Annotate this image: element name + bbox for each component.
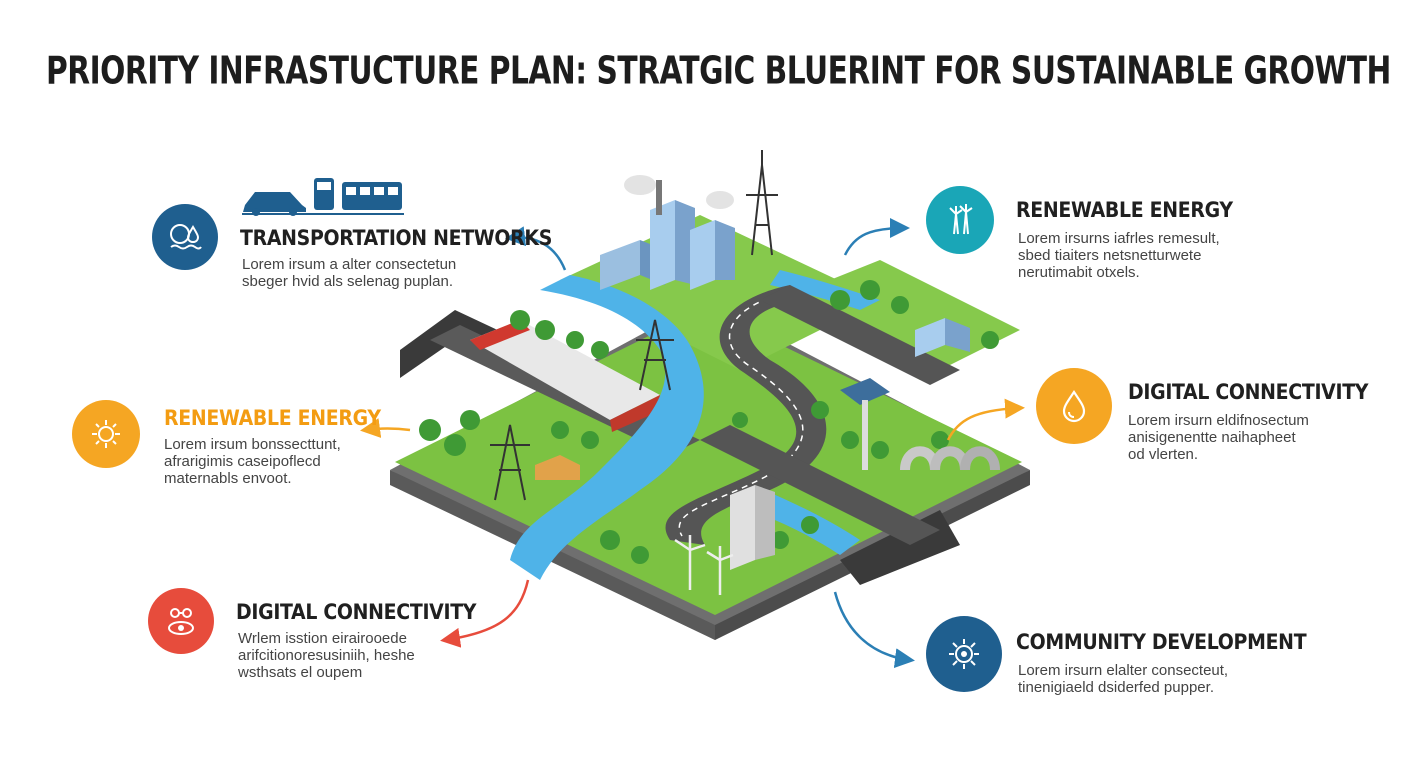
arrow-transportation xyxy=(505,226,567,271)
feature-title: RENEWABLE ENERGY xyxy=(1016,198,1233,222)
feature-title: RENEWABLE ENERGY xyxy=(164,406,381,430)
river xyxy=(510,275,704,580)
feature-title: DIGITAL CONNECTIVITY xyxy=(236,600,477,624)
arrow-renewable-right xyxy=(843,218,910,256)
solar-panel xyxy=(840,378,890,470)
arrow-digital-left xyxy=(440,579,530,648)
tower-building xyxy=(730,485,775,570)
water-pipes xyxy=(900,446,1000,471)
arrow-community xyxy=(833,591,915,669)
feature-description: Lorem irsurns iafrles remesult, sbed tia… xyxy=(1018,230,1220,281)
small-house xyxy=(535,455,580,480)
feature-icon-circle xyxy=(152,204,218,270)
feature-icon-circle xyxy=(926,616,1002,692)
network-eye-icon xyxy=(168,608,194,635)
feature-description: Lorem irsum a alter consectetun sbeger h… xyxy=(242,256,457,290)
wind-turbines xyxy=(674,535,734,595)
wind-turbine-icon xyxy=(949,204,973,235)
feature-title: TRANSPORTATION NETWORKS xyxy=(240,226,553,250)
feature-icon-circle xyxy=(1036,368,1112,444)
feature-icon-circle xyxy=(926,186,994,254)
feature-description: Lorem irsum bonssecttunt, afrarigimis ca… xyxy=(164,436,341,487)
arrow-renewable-left xyxy=(360,418,411,438)
city-buildings xyxy=(600,175,735,290)
community-gear-icon xyxy=(949,639,979,669)
trees xyxy=(419,280,999,564)
water-drop-icon xyxy=(1062,390,1086,423)
feature-title: COMMUNITY DEVELOPMENT xyxy=(1016,630,1307,654)
energy-gear-icon xyxy=(92,420,120,448)
vehicle-icons xyxy=(242,178,404,216)
arrow-digital-right xyxy=(946,398,1025,441)
globe-water-icon xyxy=(170,224,202,250)
feature-icon-circle xyxy=(72,400,140,468)
office-buildings xyxy=(915,318,970,357)
power-towers xyxy=(490,150,778,501)
feature-description: Lorem irsurn elalter consecteut, tinenig… xyxy=(1018,662,1229,696)
feature-icon-circle xyxy=(148,588,214,654)
feature-title: DIGITAL CONNECTIVITY xyxy=(1128,380,1369,404)
feature-description: Wrlem isstion eirairooede arifcitionores… xyxy=(238,630,415,681)
page-title: PRIORITY INFRASTUCTURE PLAN: STRATGIC BL… xyxy=(46,48,1391,93)
feature-description: Lorem irsurn eldifnosectum anisigenentte… xyxy=(1128,412,1309,463)
